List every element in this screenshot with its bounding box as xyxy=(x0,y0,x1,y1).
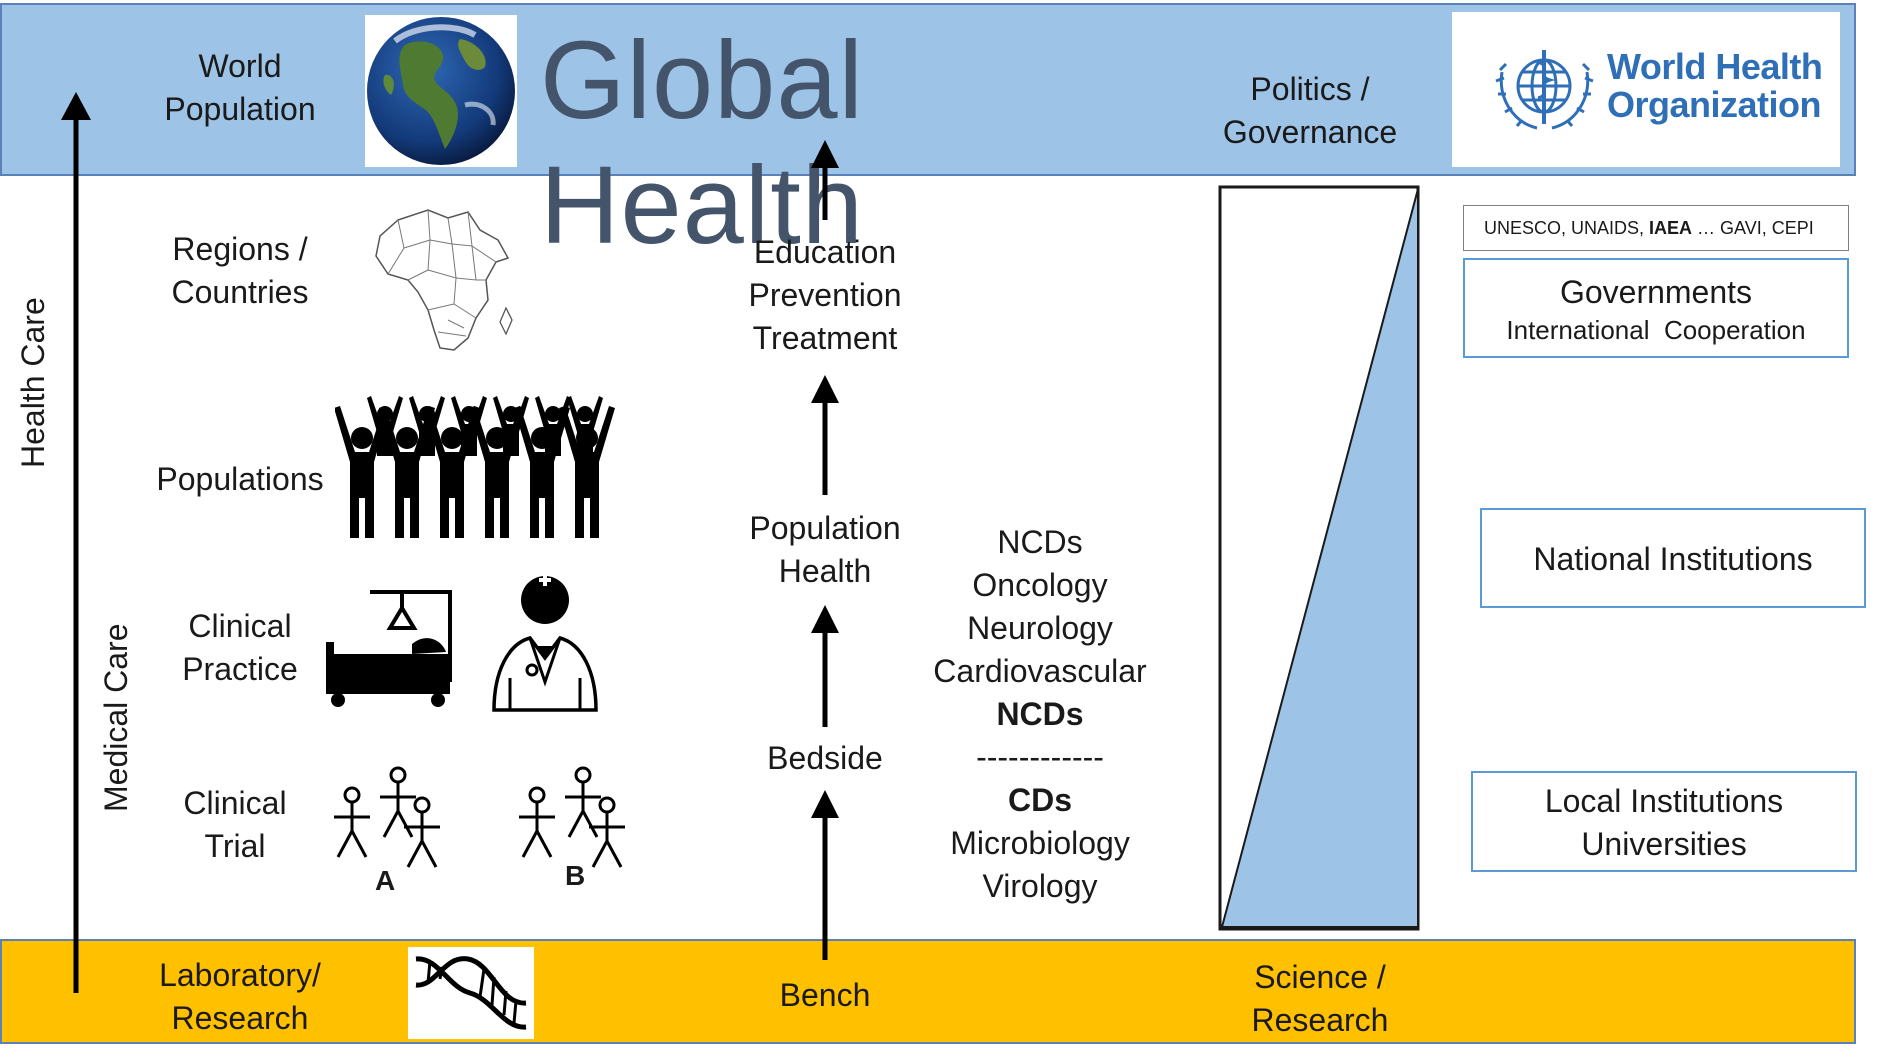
crowd-people-icon xyxy=(335,396,615,538)
national-institutions-box: National Institutions xyxy=(1480,508,1866,608)
laboratory-research-label: Laboratory/ Research xyxy=(159,957,321,1036)
bedside-label: Bedside xyxy=(767,740,883,776)
ncd-item: NCDs xyxy=(997,524,1083,560)
trial-group-b-label: B xyxy=(565,860,586,891)
population-to-education-arrow xyxy=(811,375,839,495)
disease-divider: ------------ xyxy=(976,739,1104,775)
africa-map-icon xyxy=(375,209,513,351)
education-to-global-arrow xyxy=(811,140,839,220)
populations-label: Populations xyxy=(156,461,324,497)
health-care-arrow xyxy=(61,92,91,993)
dna-image xyxy=(408,947,534,1039)
regions-countries-label: Regions / Countries xyxy=(171,231,309,310)
dna-helix-icon xyxy=(415,956,527,1030)
population-health-label: Population Health xyxy=(749,510,901,589)
ncd-item: Oncology xyxy=(972,567,1108,603)
who-logo: World Health Organization xyxy=(1452,12,1840,167)
bench-label: Bench xyxy=(779,977,871,1013)
institution-scale-wedge xyxy=(1218,185,1420,931)
globe-image xyxy=(365,15,517,167)
disease-column: NCDs Oncology Neurology Cardiovascular N… xyxy=(920,521,1160,908)
ncd-item: Cardiovascular xyxy=(933,653,1147,689)
clinical-trial-label: Clinical Trial xyxy=(183,785,287,864)
who-logo-line2: Organization xyxy=(1607,84,1822,125)
earth-globe-icon xyxy=(367,17,515,165)
ncd-item: Neurology xyxy=(967,610,1113,646)
who-emblem-icon xyxy=(1495,50,1594,130)
bottom-band-laboratory xyxy=(0,939,1856,1044)
bedside-to-population-arrow xyxy=(811,605,839,727)
politics-governance-label: Politics / Governance xyxy=(1222,71,1398,150)
international-organizations-box: UNESCO, UNAIDS, IAEA … GAVI, CEPI xyxy=(1463,205,1849,251)
trial-group-a-icon xyxy=(332,766,442,869)
who-logo-line1: World Health xyxy=(1607,46,1823,87)
diagram-title: Global Health xyxy=(540,19,864,267)
doctor-icon xyxy=(492,574,598,712)
science-research-label: Science / Research xyxy=(1251,959,1389,1038)
trial-group-a-label: A xyxy=(375,865,396,896)
ncd-heading: NCDs xyxy=(996,696,1084,732)
cd-item: Virology xyxy=(982,868,1098,904)
bench-to-bedside-arrow xyxy=(811,790,839,960)
health-care-label: Health Care xyxy=(15,297,51,468)
medical-care-label: Medical Care xyxy=(98,623,134,812)
education-prevention-treatment-label: Education Prevention Treatment xyxy=(748,234,902,356)
governments-box: Governments International Cooperation xyxy=(1463,258,1849,358)
cd-heading: CDs xyxy=(1007,782,1072,818)
local-institutions-box: Local Institutions Universities xyxy=(1471,771,1857,872)
world-population-label: World Population xyxy=(164,48,316,127)
clinical-practice-label: Clinical Practice xyxy=(182,608,298,687)
hospital-bed-icon xyxy=(326,590,452,707)
cd-item: Microbiology xyxy=(950,825,1130,861)
